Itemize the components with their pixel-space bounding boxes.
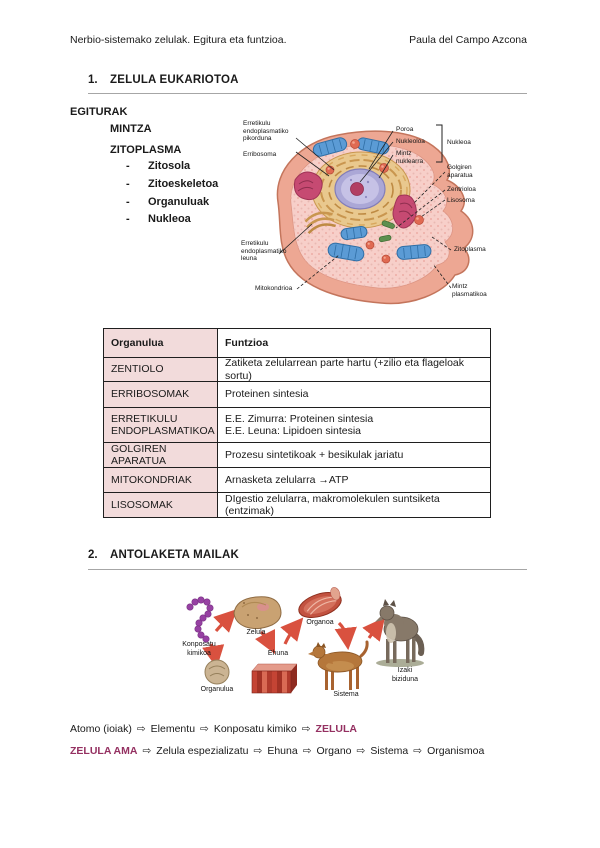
label-chemical-compound: Konposatu kimikoa bbox=[182, 641, 216, 657]
green-organelles bbox=[378, 220, 395, 243]
structures-item-zitoplasma: ZITOPLASMA bbox=[110, 144, 182, 156]
arrow-icon: ⇨ bbox=[142, 745, 152, 757]
flow-segment-zelula: ZELULA bbox=[315, 723, 357, 735]
flow-segment: Zelula espezializatu bbox=[156, 745, 249, 757]
arrow-icon: ⇨ bbox=[302, 745, 312, 757]
section2-rule bbox=[88, 569, 527, 570]
label-system-level: Sistema bbox=[333, 691, 359, 698]
section1-rule bbox=[88, 93, 527, 94]
table-row-organ: LISOSOMAK bbox=[104, 493, 218, 518]
system-dog-shape bbox=[308, 640, 369, 690]
table-row-function: Prozesu sintetikoak + besikulak jariatu bbox=[218, 443, 491, 468]
living-being-wolf-shape bbox=[375, 599, 425, 667]
organization-illustration bbox=[186, 587, 425, 694]
organization-levels-figure: Konposatu kimikoa Zelula Organulua Ehuna… bbox=[160, 585, 445, 705]
flow-segment: Sistema bbox=[370, 745, 409, 757]
label-centriole: Zentrioloa bbox=[447, 186, 476, 193]
label-plasma-membrane: Mintz plasmatikoa bbox=[452, 283, 487, 298]
label-pore: Poroa bbox=[396, 126, 414, 133]
structures-item-mintza: MINTZA bbox=[110, 123, 152, 135]
flow-arrows bbox=[202, 609, 385, 669]
mitochondria-shapes bbox=[312, 137, 432, 262]
flow-segment: Ehuna bbox=[267, 745, 298, 757]
bullet-dash: - bbox=[126, 160, 130, 172]
arrow-icon: ⇨ bbox=[253, 745, 263, 757]
table-header-organulua: Organulua bbox=[104, 329, 218, 358]
tissue-block-shape bbox=[251, 663, 298, 694]
sublist-item-organuluak: Organuluak bbox=[148, 196, 210, 208]
organelle-small-shape bbox=[204, 659, 230, 685]
bullet-dash: - bbox=[126, 213, 130, 225]
table-row-function: DIgestio zelularra, makromolekulen sunts… bbox=[218, 493, 491, 518]
arrow-icon: ⇨ bbox=[413, 745, 423, 757]
sublist-item-zitoeskeletoa: Zitoeskeletoa bbox=[148, 178, 219, 190]
label-nucleus: Nukleoa bbox=[447, 139, 471, 146]
organelle-function-table: Organulua Funtzioa ZENTIOLO Zatiketa zel… bbox=[103, 328, 491, 518]
page-header: Nerbio-sistemako zelulak. Egitura eta fu… bbox=[70, 34, 527, 46]
label-leader-lines bbox=[278, 124, 452, 290]
table-row-organ: ZENTIOLO bbox=[104, 358, 218, 382]
label-nuclear-membrane: Mintz nuklearra bbox=[396, 150, 424, 165]
table-row-organ: MITOKONDRIAK bbox=[104, 468, 218, 493]
sublist-item-zitosola: Zitosola bbox=[148, 160, 191, 172]
arrow-icon: ⇨ bbox=[301, 723, 311, 735]
label-cell-level: Zelula bbox=[246, 629, 266, 636]
cell-illustration bbox=[276, 124, 474, 305]
label-golgi: Golgiren aparatua bbox=[447, 164, 473, 179]
arrow-icon: ⇨ bbox=[136, 723, 146, 735]
flow-line-zelula-ama: ZELULA AMA ⇨ Zelula espezializatu ⇨ Ehuna ⇨ Or… bbox=[70, 745, 484, 757]
molecule-chain-shape bbox=[186, 596, 214, 643]
table-header-funtzioa: Funtzioa bbox=[218, 329, 491, 358]
label-smooth-er: Erretikulu endoplasmatiko leuna bbox=[241, 240, 287, 263]
bullet-dash: - bbox=[126, 196, 130, 208]
lysosome-shapes bbox=[325, 139, 424, 264]
cell-diagram-figure: Erretikulu endoplasmatiko pikorduna Erri… bbox=[233, 112, 510, 314]
label-cytoplasm: Zitoplasma bbox=[454, 246, 486, 253]
flow-segment: Elementu bbox=[150, 723, 196, 735]
table-row-function: Arnasketa zelularra →ATP bbox=[218, 468, 491, 493]
smooth-er-shape bbox=[304, 211, 337, 235]
flow-segment: Organismoa bbox=[427, 745, 485, 757]
nucleolus-shape bbox=[350, 182, 364, 196]
label-nucleolus: Nukleoloa bbox=[396, 138, 425, 145]
flow-segment: Organo bbox=[316, 745, 352, 757]
label-living-being-level: Izaki biziduna bbox=[391, 667, 419, 683]
golgi-shapes bbox=[294, 171, 417, 229]
label-organ-level: Organoa bbox=[306, 619, 334, 626]
nucleus-shape bbox=[334, 168, 386, 210]
flow-line-atomo: Atomo (ioiak) ⇨ Elementu ⇨ Konposatu kimiko ⇨… bbox=[70, 723, 357, 735]
label-lysosome: Lisosoma bbox=[447, 197, 475, 204]
label-ribosome: Erribosoma bbox=[243, 151, 277, 158]
section2-number: 2. bbox=[88, 549, 98, 561]
bullet-dash: - bbox=[126, 178, 130, 190]
table-row-function: Zatiketa zelularrean parte hartu (+zilio… bbox=[218, 357, 491, 382]
table-row-function: Proteinen sintesia bbox=[218, 382, 491, 408]
table-row-function: E.E. Zimurra: Proteinen sintesia E.E. Le… bbox=[218, 408, 491, 443]
flow-segment-zelula-ama: ZELULA AMA bbox=[70, 745, 138, 757]
section1-title: ZELULA EUKARIOTOA bbox=[110, 74, 239, 86]
cell-small-shape bbox=[233, 596, 282, 630]
organ-shape bbox=[298, 587, 342, 618]
table-row-organ: GOLGIREN APARATUA bbox=[104, 443, 218, 468]
header-author: Paula del Campo Azcona bbox=[409, 34, 527, 46]
arrow-icon: ⇨ bbox=[356, 745, 366, 757]
arrow-icon: ⇨ bbox=[200, 723, 209, 735]
flow-segment: Atomo (ioiak) bbox=[70, 723, 132, 735]
table-row-organ: ERRIBOSOMAK bbox=[104, 382, 218, 408]
section1-number: 1. bbox=[88, 74, 98, 86]
label-mitochondrion: Mitokondrioa bbox=[255, 285, 293, 292]
label-tissue-level: Ehuna bbox=[267, 650, 289, 657]
structures-heading: EGITURAK bbox=[70, 106, 128, 118]
table-row-organ: ERRETIKULU ENDOPLASMATIKOA bbox=[104, 408, 218, 443]
label-organelle-level: Organulua bbox=[200, 686, 234, 693]
header-document-title: Nerbio-sistemako zelulak. Egitura eta fu… bbox=[70, 34, 287, 46]
sublist-item-nukleoa: Nukleoa bbox=[148, 213, 191, 225]
label-rough-er: Erretikulu endoplasmatiko pikorduna bbox=[243, 120, 289, 143]
section2-title: ANTOLAKETA MAILAK bbox=[110, 549, 240, 561]
flow-segment: Konposatu kimiko bbox=[213, 723, 297, 735]
